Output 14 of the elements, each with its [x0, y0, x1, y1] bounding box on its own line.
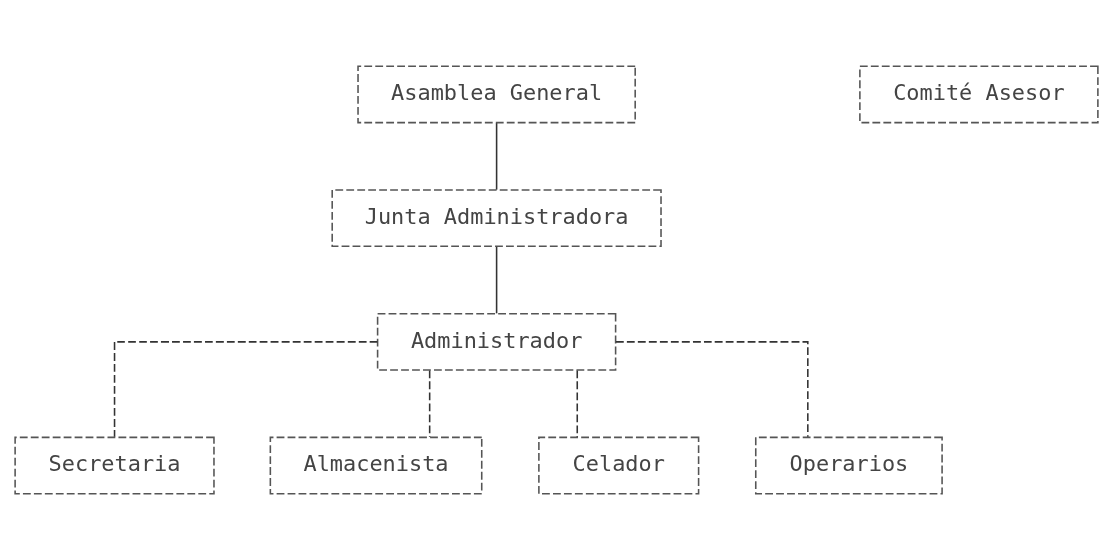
connector	[428, 369, 431, 438]
connector	[615, 341, 809, 438]
node-box: Comité Asesor	[859, 65, 1099, 124]
node-box: Junta Administradora	[331, 189, 662, 248]
connector	[576, 369, 579, 438]
node-box: Celador	[538, 436, 700, 495]
connector	[113, 341, 379, 438]
node-box: Administrador	[376, 312, 617, 371]
node-box: Asamblea General	[357, 65, 636, 124]
node-box: Secretaria	[14, 436, 215, 495]
connector	[495, 246, 498, 315]
connector	[495, 122, 498, 191]
node-box: Almacenista	[269, 436, 483, 495]
node-box: Operarios	[754, 436, 943, 495]
